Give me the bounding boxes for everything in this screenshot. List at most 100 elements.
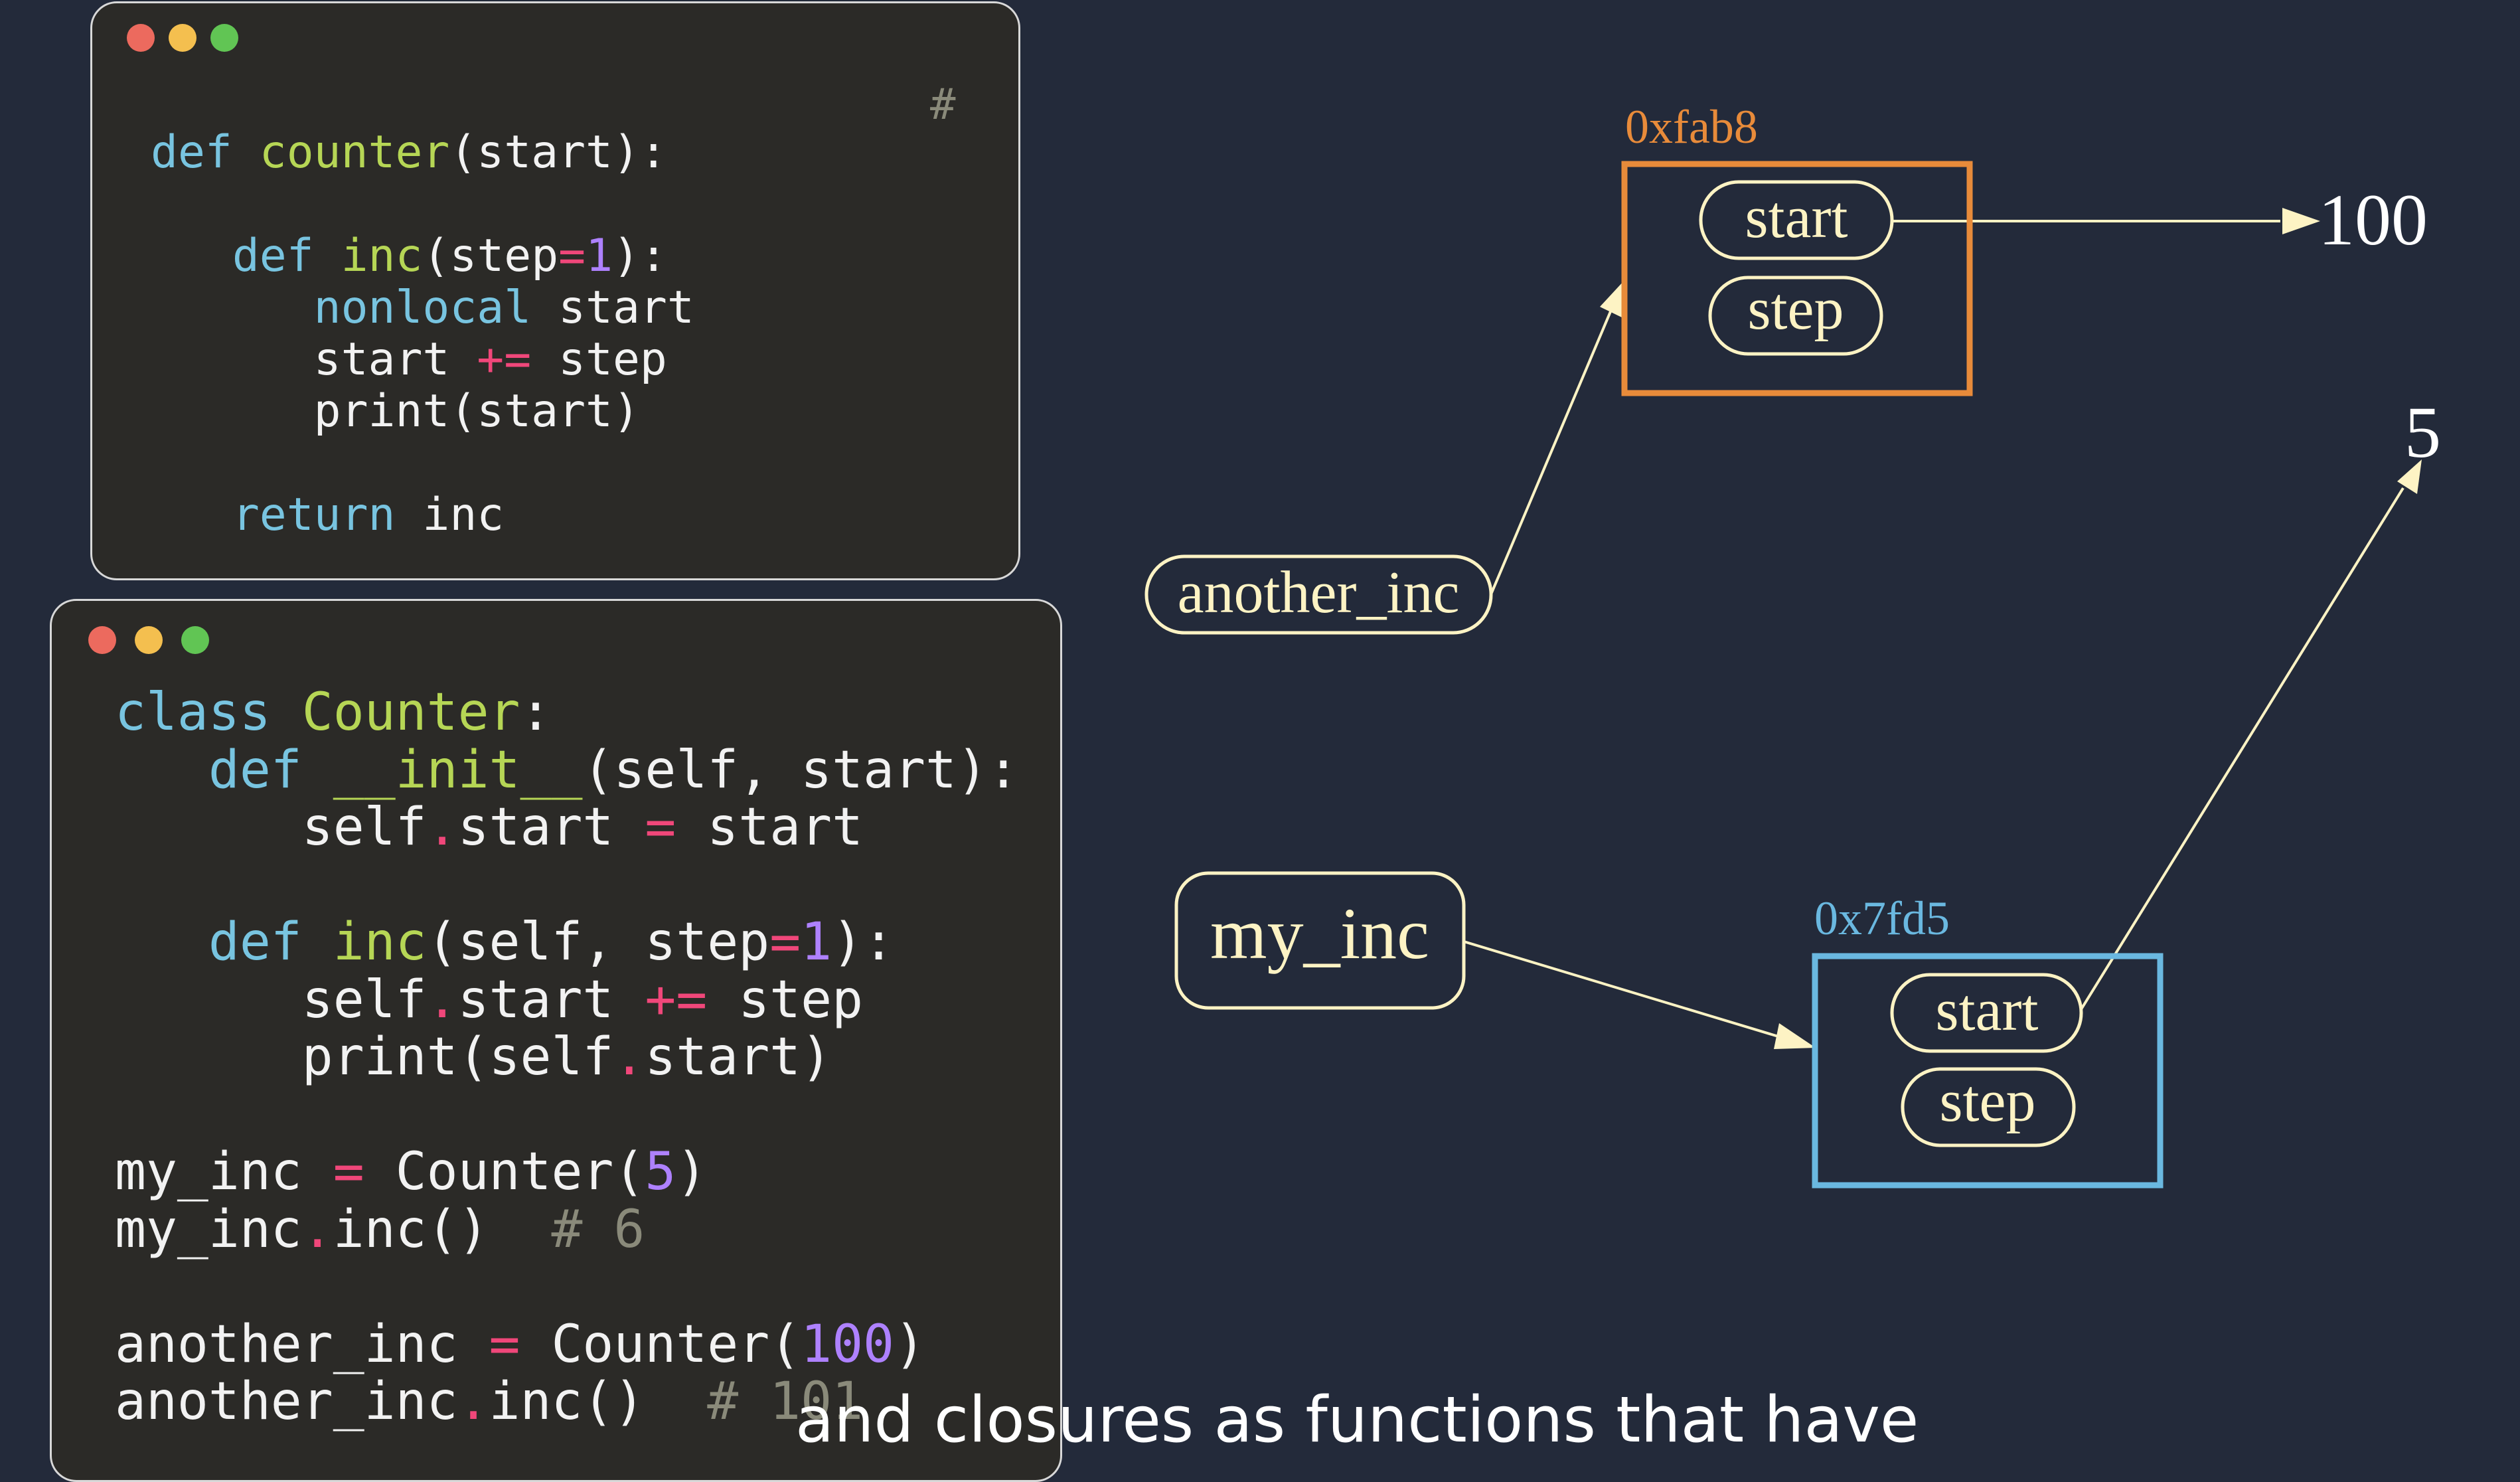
code-token: self (115, 797, 427, 857)
code-token: ) (676, 1142, 708, 1202)
maximize-dot-icon (181, 626, 209, 654)
code-token: (self, step (426, 912, 770, 972)
code-token: . (457, 1372, 489, 1432)
code-token: . (301, 1199, 333, 1260)
code-window-counter-class: class Counter: def __init__(self, start)… (50, 599, 1062, 1482)
attr-start-bottom: start (1936, 977, 2039, 1043)
code-token: 100 (801, 1314, 895, 1374)
attr-pill-step-top (1708, 276, 1883, 356)
var-my-inc: my_inc (1210, 893, 1429, 974)
close-dot-icon (88, 626, 116, 654)
code-line: another_inc.inc() # 101 (115, 1372, 863, 1432)
object-box-bottom (1812, 953, 2164, 1189)
code-token: start (457, 969, 645, 1030)
minimize-dot-icon (169, 24, 197, 52)
code-comment-hash: # (930, 80, 956, 129)
code-token: inc (333, 912, 427, 972)
arrow-head-another-inc (1600, 280, 1624, 317)
var-another-inc: another_inc (1178, 560, 1460, 625)
code-token: # 101 (707, 1372, 864, 1432)
code-token: 1 (586, 230, 613, 282)
code-token: . (426, 797, 458, 857)
code-token: start) (645, 1027, 832, 1087)
code-token: start (676, 797, 864, 857)
value-100: 100 (2318, 179, 2428, 260)
minimize-dot-icon (135, 626, 163, 654)
code-token: Counter( (364, 1142, 645, 1202)
code-token: print(start) (151, 385, 640, 438)
code-line: def inc(step=1): (151, 230, 667, 282)
code-token: (step (422, 230, 559, 282)
code-token: class (115, 683, 271, 742)
code-token: counter (259, 126, 450, 179)
code-line: nonlocal start (151, 282, 694, 334)
code-token: 1 (801, 912, 832, 972)
attr-start-top: start (1745, 185, 1848, 250)
code-token: = (333, 1142, 364, 1202)
arrow-another-inc-to-obj (1490, 301, 1616, 595)
code-token: print(self (115, 1027, 614, 1087)
code-token: . (426, 969, 458, 1030)
code-token: inc() (333, 1199, 552, 1260)
code-token: . (613, 1027, 645, 1087)
code-line: return inc (151, 489, 504, 541)
code-token: step (531, 333, 667, 386)
code-token: def (151, 126, 232, 179)
code-window-counter-function: # def counter(start): def inc(step=1): n… (90, 1, 1020, 580)
code-line: my_inc.inc() # 6 (115, 1200, 645, 1260)
code-line: print(start) (151, 385, 640, 438)
code-token: # 6 (551, 1199, 645, 1260)
arrow-head-my-inc (1774, 1023, 1816, 1049)
code-token: : (520, 683, 552, 742)
code-token: start (531, 282, 694, 334)
code-token: += (477, 333, 532, 386)
reference-arrows (1463, 220, 2404, 1038)
arrow-head-5 (2397, 459, 2422, 494)
code-token: Counter (301, 683, 520, 742)
attr-pill-start-bottom (1890, 973, 2083, 1053)
code-token: = (489, 1314, 520, 1374)
code-token: inc() (489, 1372, 708, 1432)
code-token: def (208, 912, 302, 972)
code-line: def counter(start): (151, 126, 667, 179)
code-line: class Counter: (115, 683, 551, 742)
code-token: return (232, 489, 396, 541)
code-token: start (151, 333, 477, 386)
code-token: Counter( (520, 1314, 801, 1374)
code-token: def (232, 230, 314, 282)
maximize-dot-icon (210, 24, 238, 52)
arrow-start-to-5 (2080, 487, 2404, 1011)
code-line: self.start += step (115, 970, 863, 1030)
code-token: += (645, 969, 708, 1030)
object-box-top (1621, 161, 1973, 396)
subtitle-caption: and closures as functions that have (795, 1384, 1919, 1457)
code-token: my_inc (115, 1142, 333, 1202)
attr-pill-start-top (1699, 180, 1894, 260)
code-line: another_inc = Counter(100) (115, 1315, 925, 1374)
var-pill-another-inc (1144, 554, 1493, 635)
var-box-my-inc (1174, 871, 1466, 1010)
address-bottom: 0x7fd5 (1814, 892, 1950, 945)
code-token: nonlocal (313, 282, 532, 334)
code-token: __init__ (333, 740, 583, 800)
attr-pill-step-bottom (1901, 1067, 2076, 1147)
address-top: 0xfab8 (1625, 100, 1758, 153)
code-token: ) (894, 1314, 925, 1374)
code-block-class: class Counter: def __init__(self, start)… (115, 684, 1019, 1431)
code-token: inc (395, 489, 505, 541)
close-dot-icon (127, 24, 155, 52)
value-5: 5 (2404, 392, 2441, 473)
code-line: self.start = start (115, 797, 863, 857)
code-token: 5 (645, 1142, 676, 1202)
code-line: start += step (151, 333, 667, 386)
code-token: another_inc (115, 1372, 458, 1432)
attr-step-bottom: step (1940, 1068, 2036, 1134)
code-line: def inc(self, step=1): (115, 912, 894, 972)
code-token: start (457, 797, 645, 857)
arrow-head-100 (2282, 208, 2320, 234)
code-token: = (558, 230, 586, 282)
code-token: self (115, 969, 427, 1030)
code-token: my_inc (115, 1199, 302, 1260)
code-line: my_inc = Counter(5) (115, 1142, 707, 1202)
